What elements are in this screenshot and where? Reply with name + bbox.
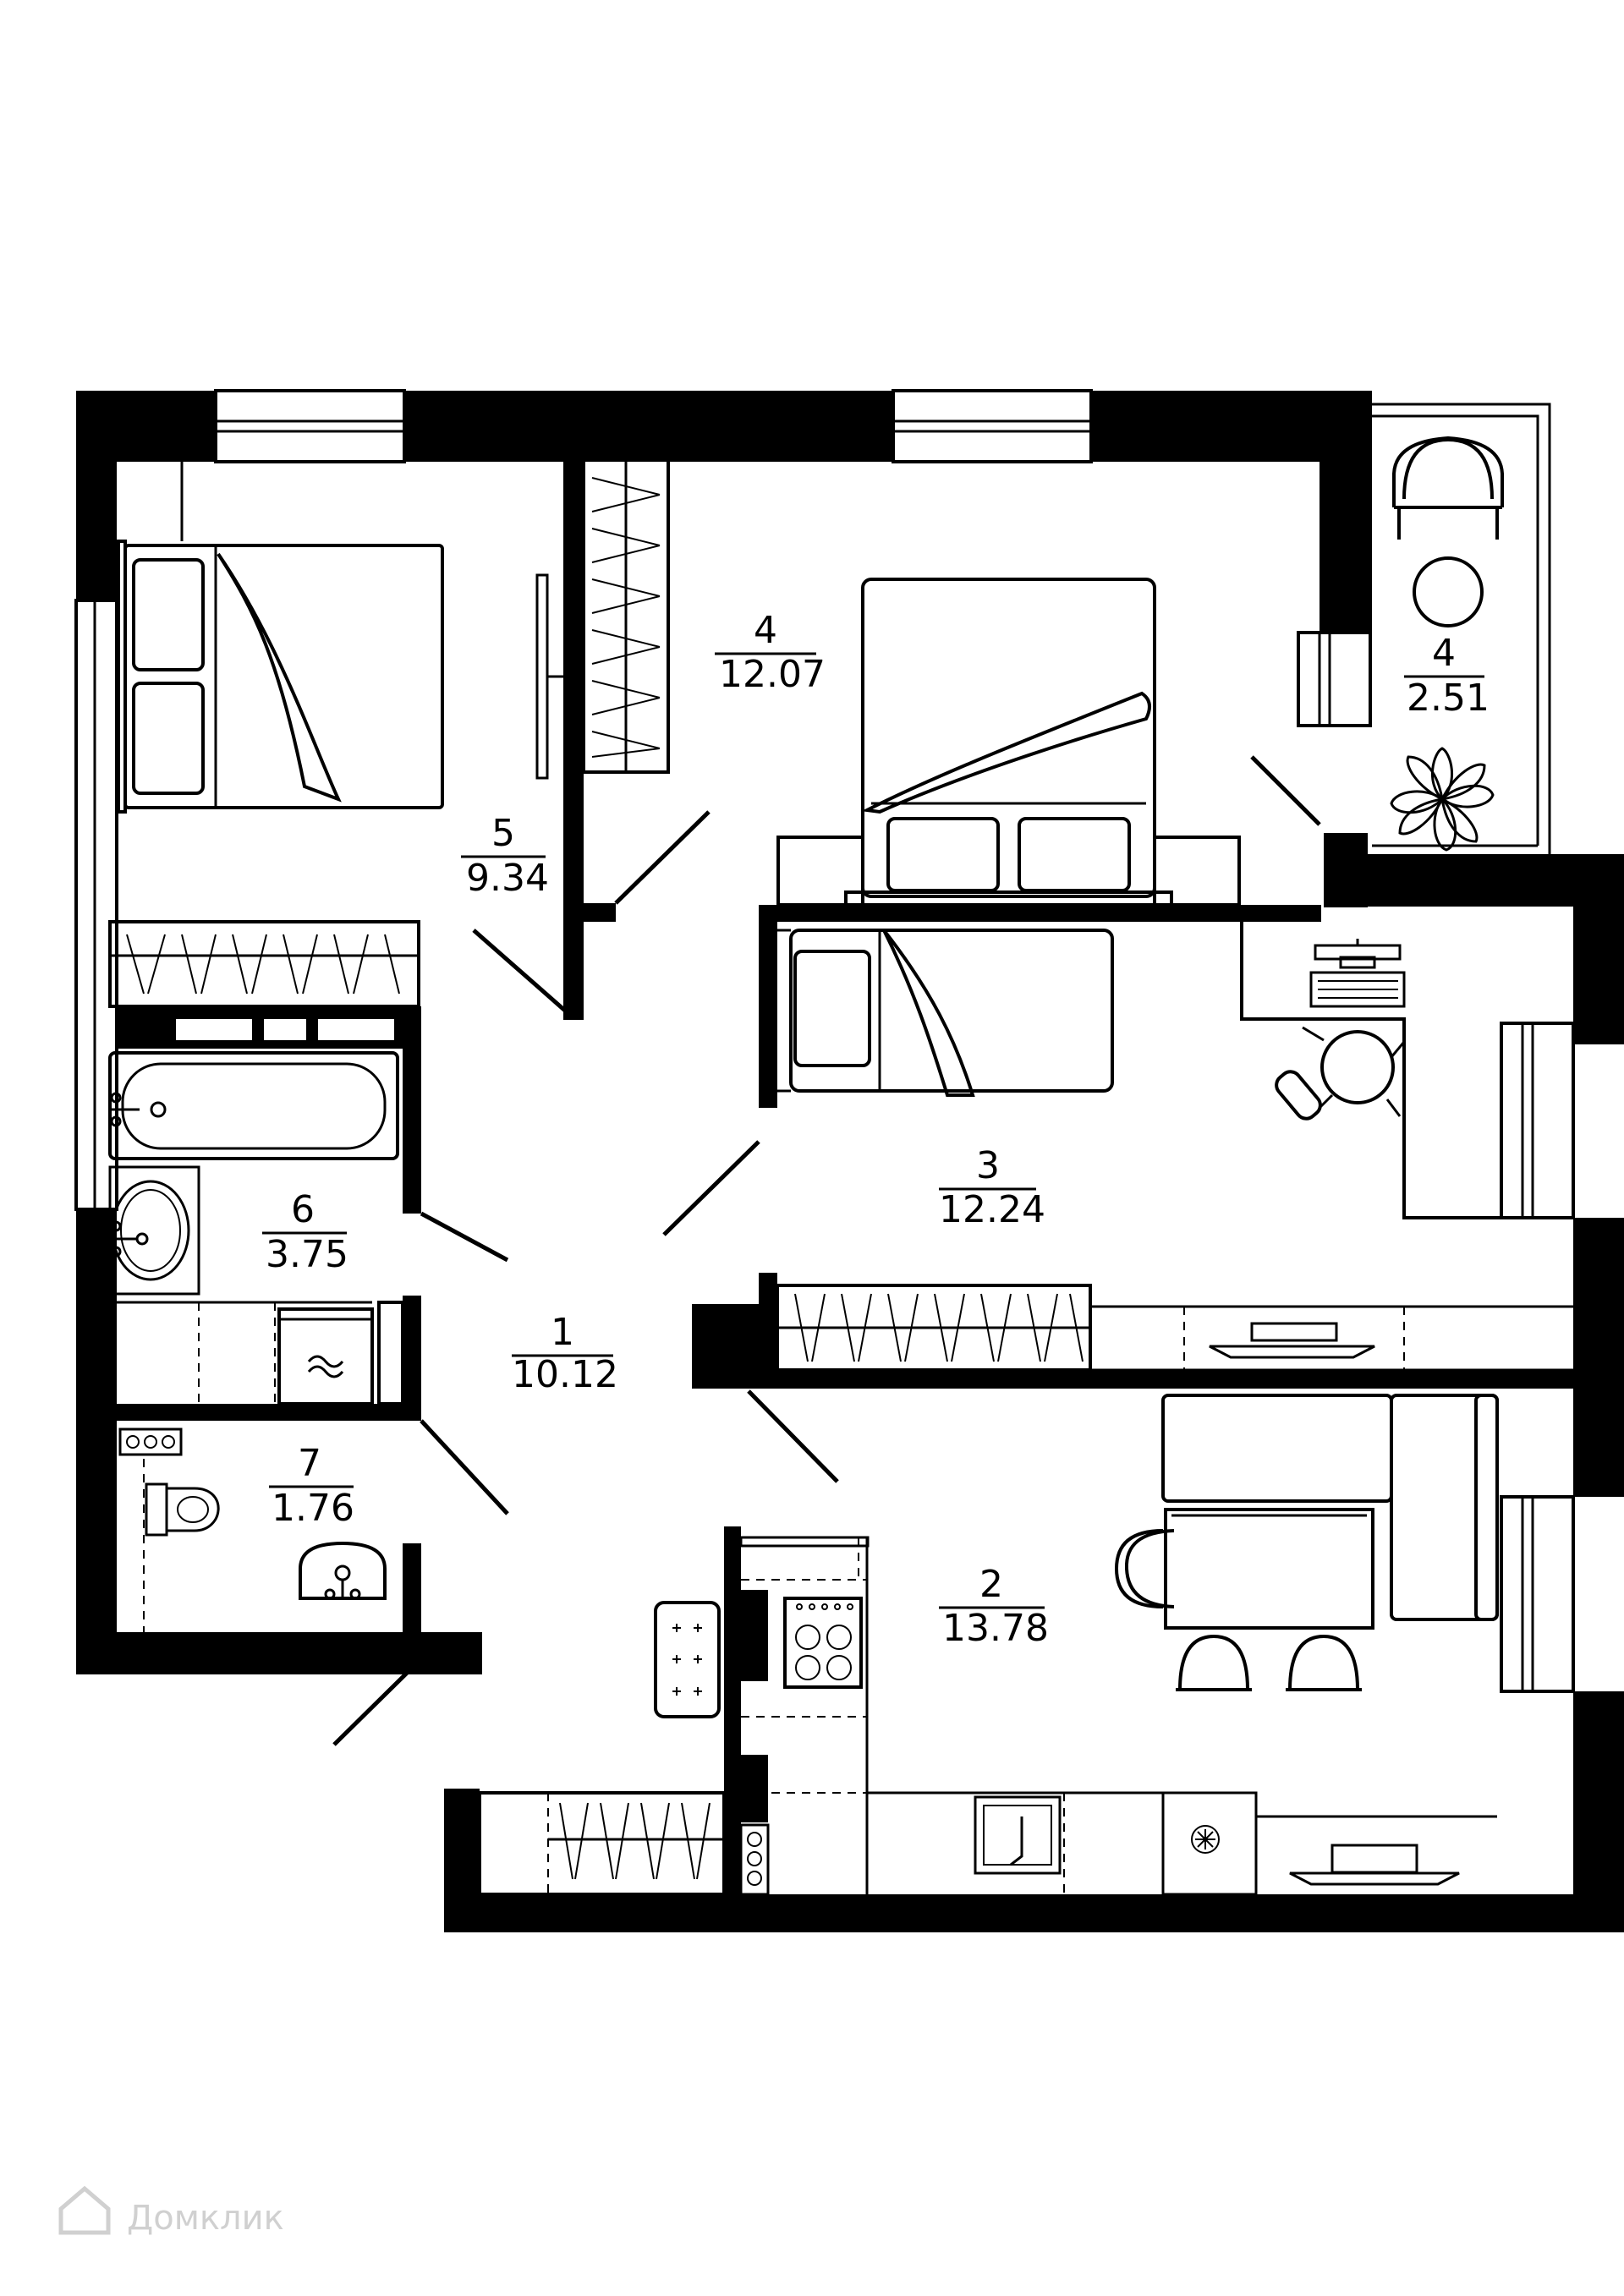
room-area: 12.07 — [719, 653, 826, 696]
room-area: 9.34 — [466, 857, 549, 900]
dining-table — [1164, 1508, 1374, 1630]
sink-icon — [299, 1541, 387, 1600]
washing-machine-icon — [277, 1307, 374, 1406]
balcony-chair-icon — [1402, 437, 1494, 500]
room-label-7: 7 1.76 — [269, 1442, 354, 1530]
watermark-text: Домклик — [127, 2199, 284, 2238]
watermark: Домклик — [58, 2185, 284, 2238]
room-number: 4 — [754, 609, 777, 652]
room-6-furniture — [108, 1051, 404, 1406]
sink-icon — [108, 1165, 200, 1296]
room-area: 1.76 — [272, 1487, 354, 1530]
doors — [332, 755, 1321, 1746]
balcony-table-icon — [1413, 556, 1484, 627]
dining-chair-icon — [1176, 1634, 1252, 1691]
house-logo-icon — [58, 2185, 111, 2235]
room-label-1: 1 10.12 — [512, 1311, 618, 1396]
tv-icon — [1289, 1871, 1460, 1886]
room-number: 2 — [979, 1563, 1003, 1606]
sofa-icon — [1161, 1394, 1499, 1621]
keyboard-icon — [1309, 971, 1406, 1008]
room-7-furniture — [118, 1427, 387, 1632]
bed-icon — [861, 578, 1156, 898]
room-number: 3 — [976, 1144, 1000, 1187]
room-label-5: 5 9.34 — [461, 812, 549, 900]
wardrobe — [108, 920, 420, 1008]
room-label-4-balcony: 4 2.51 — [1404, 632, 1490, 720]
hob-icon — [654, 1601, 721, 1718]
balcony — [1372, 403, 1551, 854]
room-5-furniture — [108, 462, 568, 1008]
flush-panel — [118, 1427, 183, 1456]
office-chair-icon — [1275, 1026, 1406, 1121]
room-area: 13.78 — [942, 1607, 1049, 1650]
room-area: 2.51 — [1407, 677, 1490, 720]
desk — [1240, 922, 1501, 1219]
room-number: 6 — [291, 1188, 315, 1231]
bed-icon — [789, 929, 1114, 1093]
room-number: 1 — [551, 1311, 574, 1354]
room-number: 4 — [1432, 632, 1456, 675]
kitchen-sink-icon — [974, 1795, 1062, 1875]
bath-vents — [176, 1019, 394, 1040]
room-2-furniture — [478, 1394, 1499, 1896]
room-number: 7 — [298, 1442, 321, 1485]
plant-icon — [1390, 747, 1495, 852]
room-label-2: 2 13.78 — [939, 1563, 1049, 1650]
bathtub-icon — [108, 1051, 399, 1160]
toilet-icon — [145, 1482, 220, 1537]
wardrobe — [478, 1791, 726, 1896]
room-area: 3.75 — [266, 1233, 348, 1276]
tv-stand — [1089, 1305, 1577, 1372]
tv-icon — [535, 573, 549, 780]
walls — [76, 391, 1624, 1932]
room-3-furniture — [776, 922, 1577, 1372]
dishwasher-icon — [1161, 1791, 1258, 1896]
dining-chair-icon — [1114, 1529, 1175, 1608]
room-labels: 4 12.07 4 2.51 5 9.34 3 12.24 6 3.75 1 1… — [262, 609, 1490, 1650]
room-area: 12.24 — [939, 1188, 1045, 1231]
room-label-6: 6 3.75 — [262, 1188, 348, 1276]
room-label-3: 3 12.24 — [939, 1144, 1045, 1231]
room-label-4-bedroom: 4 12.07 — [715, 609, 826, 696]
dining-chair-icon — [1286, 1634, 1362, 1691]
stove-icon — [783, 1597, 863, 1689]
room-area: 10.12 — [512, 1353, 618, 1396]
tv-icon — [1209, 1345, 1375, 1359]
room-number: 5 — [491, 812, 515, 855]
room-4-furniture — [582, 458, 1241, 907]
bed-icon — [123, 544, 444, 809]
